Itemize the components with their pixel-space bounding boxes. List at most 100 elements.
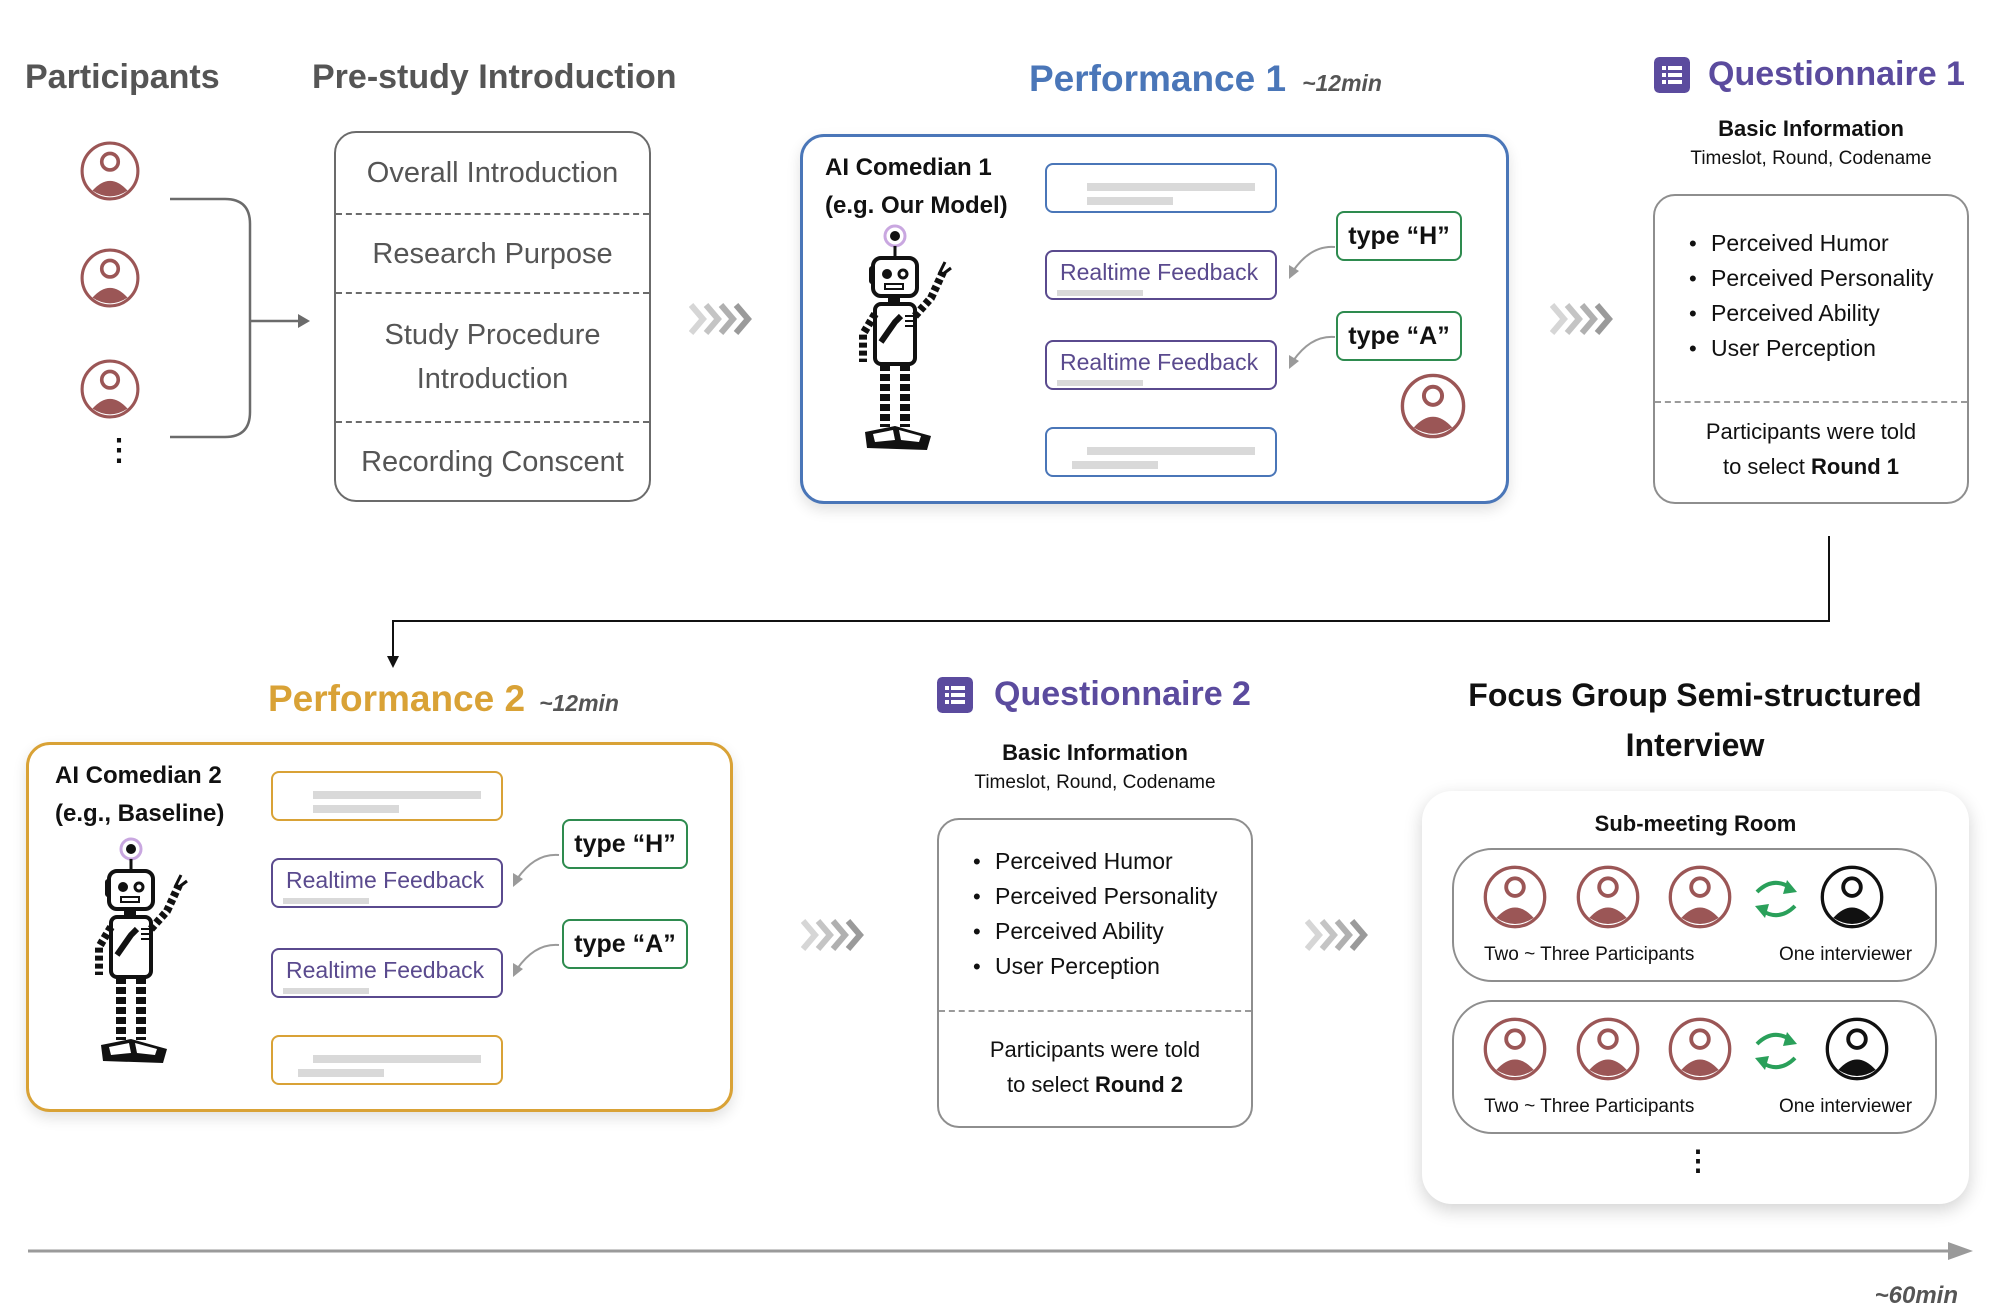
pre-study-section: Research Purpose xyxy=(372,237,613,270)
participant-icon xyxy=(1575,864,1641,930)
performance1-duration: ~12min xyxy=(1302,70,1382,96)
note-line: Participants were told xyxy=(989,1037,1201,1062)
ai-comedian-name: AI Comedian 1 xyxy=(825,154,992,181)
pre-study-section: Overall Introduction xyxy=(366,157,619,189)
participant-icon xyxy=(1482,864,1548,930)
participants-count-label: Two ~ Three Participants xyxy=(1484,1096,1695,1117)
questionnaire1-items: Perceived Humor Perceived Personality Pe… xyxy=(1689,226,1933,366)
questionnaire-item: Perceived Personality xyxy=(973,879,1217,914)
chevrons-arrow-icon xyxy=(1305,917,1371,953)
feedback-arrow-icon xyxy=(513,943,560,977)
note-line: to select Round 2 xyxy=(939,1067,1251,1102)
ai-comedian-example: (e.g. Our Model) xyxy=(825,192,1008,219)
interviewer-icon xyxy=(1824,1016,1890,1082)
basic-info-fields: Timeslot, Round, Codename xyxy=(974,772,1216,793)
comedian-message xyxy=(271,771,503,821)
questionnaire-item: Perceived Personality xyxy=(1689,261,1933,296)
performance2-header: Performance 2 ~12min xyxy=(268,678,619,720)
chevrons-arrow-icon xyxy=(801,917,867,953)
interviewer-label: One interviewer xyxy=(1779,1096,1913,1117)
breakout-room: Two ~ Three Participants One interviewer xyxy=(1452,1000,1937,1134)
participant-icon xyxy=(79,140,141,202)
basic-info-title: Basic Information xyxy=(1002,740,1188,765)
form-icon xyxy=(937,677,973,713)
questionnaire1-title: Questionnaire 1 xyxy=(1708,55,1965,93)
divider xyxy=(336,421,649,423)
comedian-message xyxy=(1045,427,1277,477)
questionnaire-item: User Perception xyxy=(973,949,1217,984)
questionnaire1-basic-info: Basic Information Timeslot, Round, Coden… xyxy=(1690,116,1931,170)
questionnaire2-title: Questionnaire 2 xyxy=(994,675,1251,713)
participants-title: Participants xyxy=(25,58,220,96)
chevrons-arrow-icon xyxy=(1550,301,1616,337)
feedback-arrow-icon xyxy=(513,853,560,887)
participant-icon xyxy=(1667,864,1733,930)
realtime-feedback-message: Realtime Feedback xyxy=(271,858,503,908)
questionnaire-item: Perceived Ability xyxy=(1689,296,1933,331)
realtime-feedback-label: Realtime Feedback xyxy=(286,957,485,983)
questionnaire2-box: Perceived Humor Perceived Personality Pe… xyxy=(937,818,1253,1128)
sub-meeting-room-title: Sub-meeting Room xyxy=(1594,811,1797,836)
breakout-room: Two ~ Three Participants One interviewer xyxy=(1452,848,1937,982)
divider xyxy=(336,292,649,294)
note-text: to select xyxy=(1722,454,1812,479)
interviewer-icon xyxy=(1819,864,1885,930)
type-a-key: type “A” xyxy=(562,919,688,969)
participants-bracket-arrow xyxy=(170,197,310,439)
pre-study-title: Pre-study Introduction xyxy=(312,58,677,96)
performance2-box: AI Comedian 2 (e.g., Baseline) Realtime … xyxy=(26,742,733,1112)
participant-icon xyxy=(1482,1016,1548,1082)
pre-study-section: Recording Conscent xyxy=(361,446,624,478)
feedback-arrow-icon xyxy=(1289,335,1336,369)
basic-info-title: Basic Information xyxy=(1718,116,1904,141)
swap-arrows-icon xyxy=(1751,1026,1801,1076)
participant-icon xyxy=(79,358,141,420)
focus-group-title-line: Interview xyxy=(1625,727,1765,763)
questionnaire-item: Perceived Humor xyxy=(973,844,1217,879)
questionnaire2-basic-info: Basic Information Timeslot, Round, Coden… xyxy=(974,740,1215,794)
comedian-message xyxy=(271,1035,503,1085)
divider xyxy=(939,1010,1251,1012)
participant-icon xyxy=(1575,1016,1641,1082)
focus-group-title-line: Focus Group Semi-structured xyxy=(1468,677,1922,713)
questionnaire-item: User Perception xyxy=(1689,331,1933,366)
note-round: Round 1 xyxy=(1811,454,1900,479)
type-a-key: type “A” xyxy=(1336,311,1462,361)
more-rooms-ellipsis: ⋮ xyxy=(1684,1145,1712,1176)
flow-connector-arrow xyxy=(387,536,1830,668)
questionnaire-item: Perceived Ability xyxy=(973,914,1217,949)
robot-comedian-illustration xyxy=(855,222,975,462)
realtime-feedback-message: Realtime Feedback xyxy=(1045,340,1277,390)
questionnaire1-box: Perceived Humor Perceived Personality Pe… xyxy=(1653,194,1969,504)
realtime-feedback-label: Realtime Feedback xyxy=(286,867,485,893)
note-line: Participants were told xyxy=(1705,419,1917,444)
chevrons-arrow-icon xyxy=(689,301,755,337)
pre-study-box: Overall Introduction Research Purpose St… xyxy=(334,131,651,502)
comedian-message xyxy=(1045,163,1277,213)
form-icon xyxy=(1654,57,1690,93)
participants-count-label: Two ~ Three Participants xyxy=(1484,944,1695,965)
note-text: to select xyxy=(1006,1072,1096,1097)
type-h-key: type “H” xyxy=(1336,211,1462,261)
more-participants-ellipsis: ⋮ xyxy=(104,434,134,467)
swap-arrows-icon xyxy=(1751,874,1801,924)
performance2-title: Performance 2 xyxy=(268,678,526,719)
robot-comedian-illustration xyxy=(91,835,211,1075)
interviewer-label: One interviewer xyxy=(1779,944,1913,965)
timeline-arrow xyxy=(28,1242,1973,1260)
ai-comedian-example: (e.g., Baseline) xyxy=(55,800,225,827)
focus-group-title: Focus Group Semi-structured Interview xyxy=(1468,670,1921,770)
note-round: Round 2 xyxy=(1095,1072,1184,1097)
participant-icon xyxy=(79,247,141,309)
questionnaire2-note: Participants were told to select Round 2 xyxy=(939,1032,1251,1102)
pre-study-section: Study Procedure Introduction xyxy=(384,319,601,395)
realtime-feedback-message: Realtime Feedback xyxy=(1045,250,1277,300)
performance2-duration: ~12min xyxy=(539,690,619,716)
type-h-key: type “H” xyxy=(562,819,688,869)
performance1-box: AI Comedian 1 (e.g. Our Model) Realtime … xyxy=(800,134,1509,504)
realtime-feedback-message: Realtime Feedback xyxy=(271,948,503,998)
sub-meeting-room-box: Sub-meeting Room Two ~ Three Participant… xyxy=(1422,791,1969,1204)
feedback-arrow-icon xyxy=(1289,245,1336,279)
total-duration: ~60min xyxy=(1874,1282,1958,1309)
realtime-feedback-label: Realtime Feedback xyxy=(1060,259,1259,285)
